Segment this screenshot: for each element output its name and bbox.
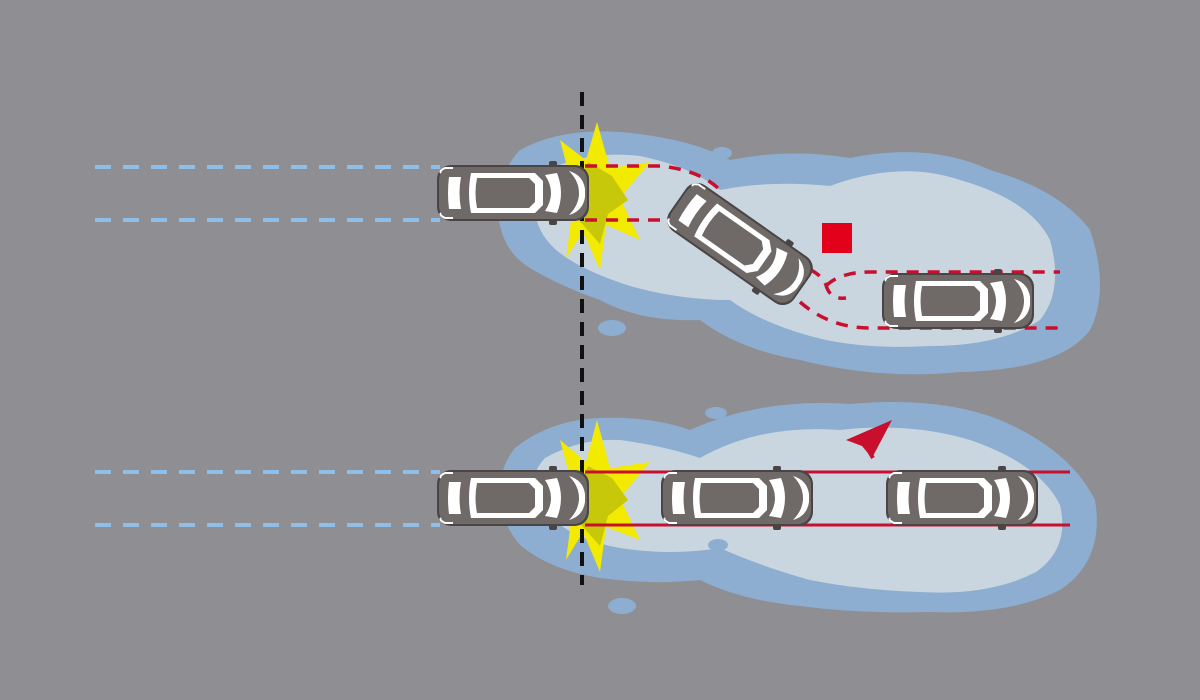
direction-arrow-icon xyxy=(846,420,892,460)
tire-trail-lines xyxy=(95,165,440,527)
car-top-view-icon xyxy=(660,465,814,531)
car-top-view-icon xyxy=(436,465,590,531)
car-top-view-icon xyxy=(881,268,1035,334)
car-top-view-icon xyxy=(436,160,590,226)
warning-square-icon xyxy=(822,223,852,253)
car-top-view-icon xyxy=(885,465,1039,531)
